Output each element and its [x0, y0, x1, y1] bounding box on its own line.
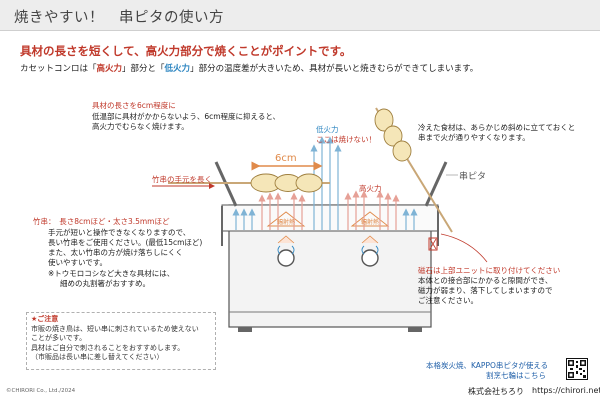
- corn-note-2: 細めの丸割箸がおすすめ。: [60, 279, 150, 288]
- caution-box: ★ご注意 市販の焼き鳥は、短い串に刺されているため使えない ことが多いです。 具…: [26, 312, 216, 370]
- skewer-desc-3: また、太い竹串の方が焼け落ちしにくく: [48, 248, 183, 257]
- high-fire-label: 高火力: [359, 184, 382, 193]
- six-cm-label: 6cm: [275, 153, 297, 164]
- radiant-house-left: [266, 211, 306, 227]
- promo-line-2[interactable]: 割烹七輪はこちら: [486, 371, 546, 380]
- caution-line-3: 具材はご自分で刺されることをおすすめします。: [31, 343, 185, 352]
- radiant-curve-left-b: [291, 245, 295, 255]
- kushi-pita-right-arm: [424, 161, 448, 207]
- magnet-desc-1: 本体との接合部にかかると隙間ができ、: [418, 276, 553, 285]
- flame-left: [277, 235, 295, 244]
- subline-part2: 」部分と「: [122, 64, 165, 74]
- website-link[interactable]: https://chirori.net/: [532, 386, 600, 395]
- radiant-label-right: 輻射熱: [361, 219, 380, 226]
- magnet-box: [428, 237, 438, 251]
- subline: カセットコンロは「高火力」部分と「低火力」部分の温度差が大きいため、具材が長いと…: [20, 62, 478, 74]
- cannot-burn-label: ここは焼けない！: [316, 135, 376, 144]
- length-title: 具材の長さを6cm程度に: [92, 101, 176, 110]
- magnet-desc-3: ご注意ください。: [418, 296, 478, 305]
- caution-title: ★ご注意: [31, 315, 59, 323]
- headline: 具材の長さを短くして、高火力部分で焼くことがポイントです。: [20, 44, 352, 58]
- promo-line-1[interactable]: 本格炭火焼、KAPPO串ピタが使える: [426, 361, 549, 370]
- caution-line-2: ことが多いです。: [31, 334, 87, 342]
- food-piece: [295, 173, 323, 193]
- skewer-desc-2: 長い竹串をご使用ください。(最低15cmほど): [48, 238, 203, 247]
- radiant-curve-right-b: [375, 245, 379, 255]
- caution-line-1: 市販の焼き鳥は、短い串に刺されているため使えない: [31, 324, 199, 333]
- burner-right: [361, 249, 379, 267]
- food-piece: [392, 140, 412, 162]
- subline-part3: 」部分の温度差が大きいため、具材が長いと焼きむらができてしまいます。: [190, 64, 479, 74]
- burner-left: [277, 249, 295, 267]
- subline-low-fire: 低火力: [164, 64, 191, 74]
- length-desc-1: 低温部に具材がかからないよう、6cm程度に抑えると、: [92, 112, 281, 121]
- subline-part1: カセットコンロは「: [20, 64, 97, 74]
- radiant-curve-right-a: [361, 245, 365, 255]
- food-piece: [383, 125, 403, 147]
- header-bar: [0, 0, 600, 31]
- corn-note-1: ※トウモロコシなど大きな具材には、: [48, 269, 175, 278]
- magnet-leader: [440, 233, 488, 263]
- kushi-pita-label: 串ピタ: [459, 172, 487, 182]
- skewer-desc-4: 使いやすいです。: [48, 258, 108, 267]
- skewer-desc-1: 手元が短いと操作できなくなりますので、: [48, 228, 191, 237]
- caution-line-4: （市販品は長い串に差し替えてください）: [31, 353, 164, 361]
- qr-code[interactable]: [566, 358, 588, 380]
- food-piece: [374, 108, 394, 132]
- magnet-x-b: [429, 238, 437, 250]
- cold-food-note-1: 冷えた食材は、あらかじめ斜めに立てておくと: [418, 123, 576, 132]
- radiant-curve-left-a: [277, 245, 281, 255]
- length-desc-2: 高火力でむらなく焼けます。: [92, 122, 189, 131]
- skewer-title: 竹串： 長さ8cmほど・太さ3.5mmほど: [33, 217, 170, 226]
- radiant-label-left: 輻射熱: [277, 219, 296, 226]
- magnet-note: 磁石は上部ユニットに取り付けてください: [418, 266, 561, 275]
- stove-foot-right: [408, 327, 422, 332]
- magnet-desc-2: 磁力が弱まり、落下してしまいますので: [418, 286, 553, 295]
- subline-high-fire: 高火力: [96, 64, 123, 74]
- hand-side-label: 竹串の手元を長く: [152, 175, 212, 184]
- cold-food-note-2: 串まで火が通りやすくなります。: [418, 133, 530, 142]
- company-name: 株式会社ちろり: [468, 387, 524, 396]
- page-title: 焼きやすい！ 串ピタの使い方: [14, 10, 224, 26]
- low-fire-label: 低火力: [316, 125, 339, 134]
- stove-foot-left: [238, 327, 252, 332]
- copyright: ©CHIRORI Co., Ltd./2024: [6, 388, 76, 394]
- radiant-house-right: [350, 211, 390, 227]
- flame-right: [361, 235, 379, 244]
- qr-code-icon: [568, 360, 586, 378]
